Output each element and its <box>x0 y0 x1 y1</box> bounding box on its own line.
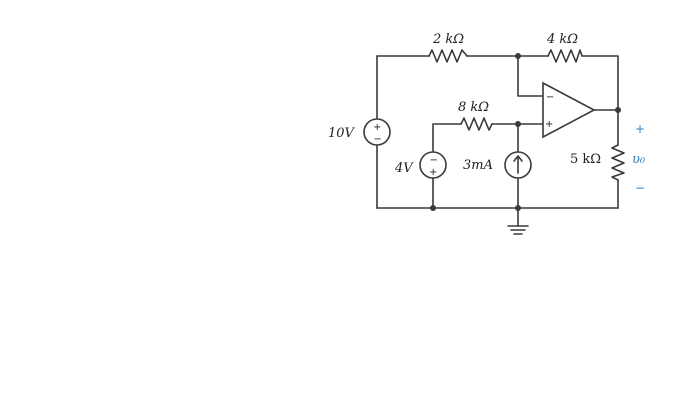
wires <box>376 55 619 227</box>
current-arrow-icon <box>513 155 523 174</box>
ground-icon <box>507 225 529 235</box>
label-r-5k: 5 kΩ <box>570 152 601 167</box>
output-minus-mark: − <box>635 181 645 195</box>
v10-minus-mark: − <box>374 134 382 145</box>
v10-plus-mark: + <box>373 122 381 133</box>
resistor-8k <box>460 117 493 131</box>
opamp-triangle <box>542 81 596 139</box>
wire-4v-top <box>432 123 462 153</box>
output-voltage-label: υ₀ <box>632 152 646 167</box>
v4-minus-mark: − <box>430 155 438 166</box>
node-top <box>515 53 521 59</box>
output-plus-mark: + <box>635 122 645 136</box>
wire-top-right-b <box>581 55 619 111</box>
v4-plus-mark: + <box>429 167 437 178</box>
node-bottom-isrc <box>515 205 521 211</box>
label-v-10v: 10V <box>328 126 356 141</box>
voltage-source-4v <box>419 151 447 179</box>
node-bottom-4v <box>430 205 436 211</box>
voltage-source-10v <box>363 118 391 146</box>
label-r-8k: 8 kΩ <box>458 100 489 115</box>
label-r-2k: 2 kΩ <box>432 32 464 47</box>
wire-inverting <box>517 55 544 97</box>
resistor-2k <box>428 49 468 63</box>
label-r-4k: 4 kΩ <box>546 32 578 47</box>
opamp-inverting-mark: − <box>546 92 554 103</box>
label-v-4v: 4V <box>394 161 414 176</box>
opamp-noninverting-mark: + <box>545 119 553 130</box>
label-i-3ma: 3mA <box>463 158 493 173</box>
node-output <box>615 107 621 113</box>
resistor-4k <box>547 49 583 63</box>
node-mid <box>515 121 521 127</box>
resistor-5k <box>611 144 625 181</box>
